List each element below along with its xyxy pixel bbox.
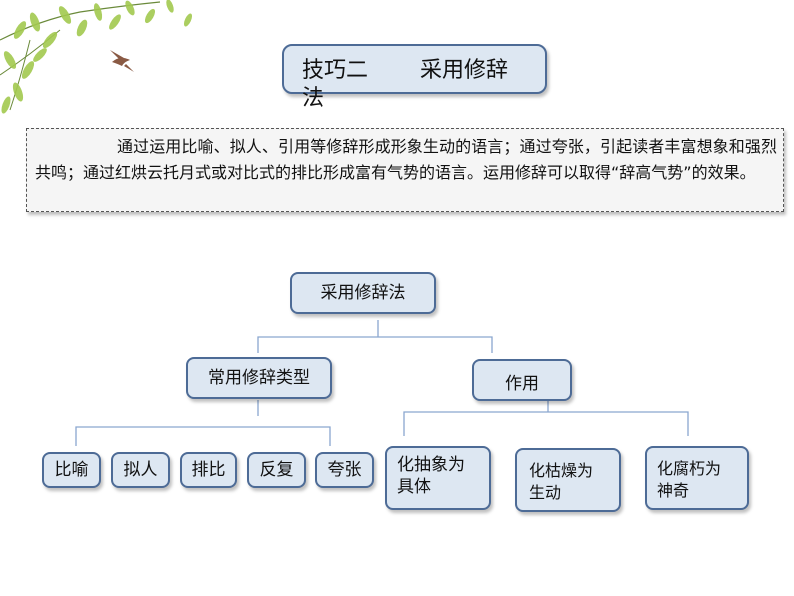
effect-decay-node: 化腐朽为 神奇: [645, 446, 749, 510]
type-personification-label: 拟人: [123, 460, 158, 480]
type-parallelism-label: 排比: [191, 460, 226, 480]
leaf-branch-decoration: [0, 0, 193, 114]
bird-icon: [110, 50, 134, 72]
title-technique-name-cont: 法: [302, 86, 325, 111]
effects-node: 作用: [472, 359, 572, 401]
type-hyperbole-label: 夸张: [327, 460, 362, 480]
type-hyperbole-node: 夸张: [315, 452, 374, 488]
title-technique-name: 采用修辞: [420, 58, 509, 83]
section-title: 技巧二 采用修辞 法: [282, 44, 547, 111]
type-metaphor-node: 比喻: [42, 452, 101, 488]
effects-node-label: 作用: [505, 374, 539, 394]
root-node: 采用修辞法: [290, 272, 436, 314]
description-paragraph: 通过运用比喻、拟人、引用等修辞形成形象生动的语言；通过夸张，引起读者丰富想象和强…: [26, 128, 784, 212]
type-parallelism-node: 排比: [180, 452, 237, 488]
effect-decay-line2: 神奇: [657, 481, 690, 500]
title-technique-number: 技巧二: [302, 58, 369, 83]
effect-abstract-line1: 化抽象为: [397, 455, 465, 475]
type-personification-node: 拟人: [111, 452, 170, 488]
type-repetition-label: 反复: [259, 460, 294, 480]
effect-abstract-line2: 具体: [397, 477, 431, 497]
effect-dull-node: 化枯燥为 生动: [515, 448, 621, 512]
root-node-label: 采用修辞法: [320, 283, 406, 303]
types-node: 常用修辞类型: [186, 357, 332, 399]
effect-dull-line1: 化枯燥为: [529, 461, 594, 480]
effect-abstract-node: 化抽象为 具体: [385, 446, 491, 510]
type-repetition-node: 反复: [247, 452, 306, 488]
type-metaphor-label: 比喻: [54, 460, 89, 480]
types-node-label: 常用修辞类型: [208, 368, 310, 388]
effect-decay-line1: 化腐朽为: [657, 459, 722, 478]
effect-dull-line2: 生动: [529, 483, 562, 502]
